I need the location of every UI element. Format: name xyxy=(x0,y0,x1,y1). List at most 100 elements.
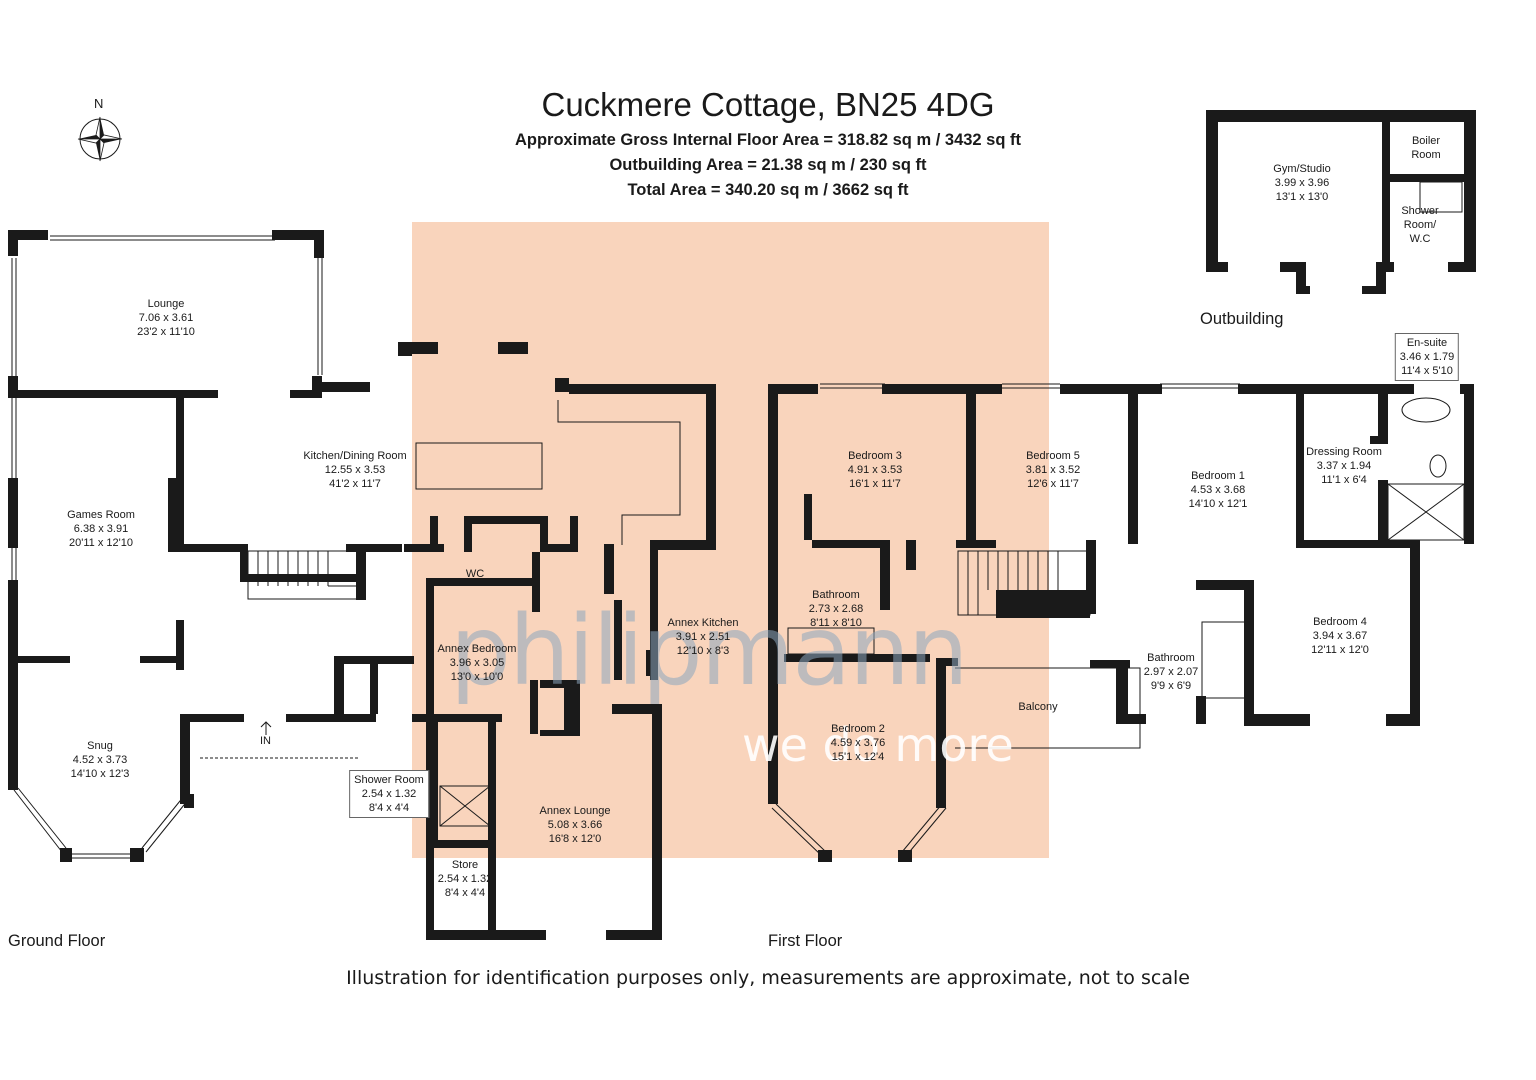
room-bedroom-4: Bedroom 4 3.94 x 3.67 12'11 x 12'0 xyxy=(1311,615,1369,657)
room-name: Annex Bedroom xyxy=(437,643,517,655)
room-snug: Snug 4.52 x 3.73 14'10 x 12'3 xyxy=(71,739,130,781)
room-imperial: 12'10 x 8'3 xyxy=(676,645,730,657)
room-name: Bedroom 5 xyxy=(1026,450,1080,462)
room-bedroom-1: Bedroom 1 4.53 x 3.68 14'10 x 12'1 xyxy=(1189,469,1248,511)
room-bathroom-second: Bathroom 2.97 x 2.07 9'9 x 6'9 xyxy=(1144,651,1198,693)
room-metric: 3.99 x 3.96 xyxy=(1274,177,1330,189)
room-bedroom-5: Bedroom 5 3.81 x 3.52 12'6 x 11'7 xyxy=(1026,449,1080,491)
room-metric: 6.38 x 3.91 xyxy=(73,523,129,535)
room-name: Store xyxy=(451,859,479,871)
room-metric: 3.94 x 3.67 xyxy=(1312,630,1368,642)
entrance-label: IN xyxy=(260,735,271,747)
room-store: Store 2.54 x 1.32 8'4 x 4'4 xyxy=(438,858,492,900)
room-imperial: 13'0 x 10'0 xyxy=(450,671,504,683)
room-imperial: 14'10 x 12'1 xyxy=(1188,498,1248,510)
room-name: Kitchen/Dining Room xyxy=(303,450,407,462)
room-name: Annex Kitchen xyxy=(667,617,739,629)
room-name: WC xyxy=(465,568,485,580)
room-metric: 3.37 x 1.94 xyxy=(1316,460,1372,472)
room-annex-kitchen: Annex Kitchen 3.91 x 2.51 12'10 x 8'3 xyxy=(668,616,739,658)
watermark-brand: philipmann xyxy=(450,595,969,707)
room-kitchen-dining: Kitchen/Dining Room 12.55 x 3.53 41'2 x … xyxy=(303,449,406,491)
room-metric: 2.54 x 1.32 xyxy=(437,873,493,885)
room-name: Bathroom xyxy=(812,589,860,601)
watermark-tagline: we do more xyxy=(742,718,1014,772)
room-imperial: 12'6 x 11'7 xyxy=(1027,478,1079,490)
room-name: Annex Lounge xyxy=(539,805,611,817)
room-name: Bedroom 2 xyxy=(831,723,885,735)
room-name: Bedroom 3 xyxy=(848,450,902,462)
room-imperial: 8'4 x 4'4 xyxy=(368,802,410,814)
room-metric: 3.96 x 3.05 xyxy=(449,657,505,669)
area-outbuilding: Outbuilding Area = 21.38 sq m / 230 sq f… xyxy=(609,156,927,174)
room-metric: 2.97 x 2.07 xyxy=(1143,666,1199,678)
room-name: Bedroom 4 xyxy=(1313,616,1367,628)
room-balcony: Balcony xyxy=(1018,700,1057,714)
ground-floor-label: Ground Floor xyxy=(8,932,106,950)
room-games: Games Room 6.38 x 3.91 20'11 x 12'10 xyxy=(67,508,135,550)
room-dressing: Dressing Room 3.37 x 1.94 11'1 x 6'4 xyxy=(1306,445,1382,487)
entrance-arrow-icon xyxy=(260,721,272,735)
room-name: Gym/Studio xyxy=(1273,163,1331,175)
room-bathroom-first: Bathroom 2.73 x 2.68 8'11 x 8'10 xyxy=(809,588,863,630)
room-imperial: 41'2 x 11'7 xyxy=(329,478,381,490)
room-imperial: 11'1 x 6'4 xyxy=(1321,474,1367,486)
disclaimer: Illustration for identification purposes… xyxy=(346,967,1190,989)
room-metric: 3.46 x 1.79 xyxy=(1399,351,1455,363)
compass-north-label: N xyxy=(94,96,104,111)
area-gross: Approximate Gross Internal Floor Area = … xyxy=(514,131,1022,149)
page-title: Cuckmere Cottage, BN25 4DG xyxy=(541,86,995,123)
area-total: Total Area = 340.20 sq m / 3662 sq ft xyxy=(627,181,909,199)
room-metric: 4.59 x 3.76 xyxy=(830,737,886,749)
room-name: Lounge xyxy=(147,298,185,310)
room-name: Shower Room xyxy=(354,774,424,786)
room-imperial: 23'2 x 11'10 xyxy=(137,326,195,338)
room-metric: 2.54 x 1.32 xyxy=(361,788,417,800)
room-name: Dressing Room xyxy=(1306,446,1382,458)
room-metric: 4.91 x 3.53 xyxy=(847,464,903,476)
thick-walls xyxy=(8,110,1476,940)
room-metric: 3.81 x 3.52 xyxy=(1025,464,1081,476)
room-imperial: 11'4 x 5'10 xyxy=(1401,365,1453,377)
room-imperial: 20'11 x 12'10 xyxy=(69,537,133,549)
room-name: Bedroom 1 xyxy=(1191,470,1245,482)
room-name: Boiler Room xyxy=(1411,135,1441,161)
room-name: Balcony xyxy=(1018,701,1058,713)
room-boiler: Boiler Room xyxy=(1404,134,1448,162)
room-outbuilding-shower: Shower Room/ W.C xyxy=(1395,204,1445,246)
room-name: Games Room xyxy=(67,509,135,521)
outbuilding-label: Outbuilding xyxy=(1200,310,1284,328)
room-annex-bedroom: Annex Bedroom 3.96 x 3.05 13'0 x 10'0 xyxy=(438,642,517,684)
room-annex-lounge: Annex Lounge 5.08 x 3.66 16'8 x 12'0 xyxy=(540,804,611,846)
room-imperial: 15'1 x 12'4 xyxy=(831,751,885,763)
room-imperial: 16'1 x 11'7 xyxy=(849,478,901,490)
room-name: En-suite xyxy=(1406,337,1448,349)
room-bedroom-2: Bedroom 2 4.59 x 3.76 15'1 x 12'4 xyxy=(831,722,885,764)
room-metric: 3.91 x 2.51 xyxy=(675,631,731,643)
room-imperial: 9'9 x 6'9 xyxy=(1150,680,1192,692)
compass-rose-icon xyxy=(77,116,123,162)
room-imperial: 8'11 x 8'10 xyxy=(810,617,862,629)
room-imperial: 14'10 x 12'3 xyxy=(70,768,130,780)
room-wc: WC xyxy=(466,567,484,581)
room-metric: 12.55 x 3.53 xyxy=(324,464,386,476)
room-shower-room: Shower Room 2.54 x 1.32 8'4 x 4'4 xyxy=(349,770,429,818)
room-imperial: 16'8 x 12'0 xyxy=(548,833,602,845)
room-name: Shower Room/ W.C xyxy=(1401,205,1439,245)
room-metric: 4.53 x 3.68 xyxy=(1190,484,1246,496)
room-name: Bathroom xyxy=(1147,652,1195,664)
room-imperial: 8'4 x 4'4 xyxy=(444,887,486,899)
room-en-suite: En-suite 3.46 x 1.79 11'4 x 5'10 xyxy=(1394,333,1460,381)
room-metric: 5.08 x 3.66 xyxy=(547,819,603,831)
room-name: Snug xyxy=(87,740,113,752)
room-imperial: 12'11 x 12'0 xyxy=(1311,644,1369,656)
room-metric: 2.73 x 2.68 xyxy=(808,603,864,615)
room-bedroom-3: Bedroom 3 4.91 x 3.53 16'1 x 11'7 xyxy=(848,449,902,491)
room-gym-studio: Gym/Studio 3.99 x 3.96 13'1 x 13'0 xyxy=(1273,162,1330,204)
first-floor-label: First Floor xyxy=(768,932,843,950)
room-metric: 4.52 x 3.73 xyxy=(72,754,128,766)
room-metric: 7.06 x 3.61 xyxy=(138,312,194,324)
room-lounge: Lounge 7.06 x 3.61 23'2 x 11'10 xyxy=(137,297,195,339)
room-imperial: 13'1 x 13'0 xyxy=(1275,191,1329,203)
